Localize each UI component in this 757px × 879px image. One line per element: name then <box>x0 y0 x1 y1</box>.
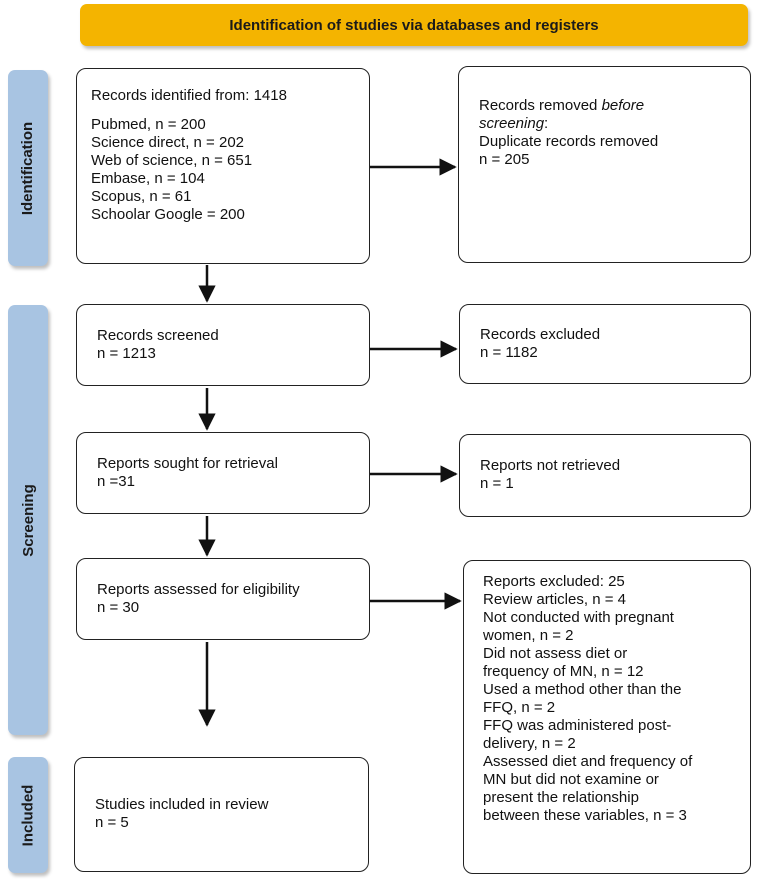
flow-banner: Identification of studies via databases … <box>80 4 748 46</box>
records-removed-line1: Records removed before <box>479 97 645 114</box>
source-embase: Embase, n = 104 <box>91 170 205 187</box>
source-scopus: Scopus, n = 61 <box>91 188 192 205</box>
records-removed-count: n = 205 <box>479 151 530 168</box>
banner-title: Identification of studies via databases … <box>229 16 599 34</box>
records-screened-label: Records screened <box>97 327 219 344</box>
records-excluded-count: n = 1182 <box>480 344 538 361</box>
reports-not-retrieved-label: Reports not retrieved <box>480 457 621 474</box>
reports-sought-box: Reports sought for retrieval n =31 <box>76 432 370 514</box>
reports-assessed-box: Reports assessed for eligibility n = 30 <box>76 558 370 640</box>
records-excluded-box: Records excluded n = 1182 <box>459 304 751 384</box>
records-identified-header: Records identified from: 1418 <box>91 87 287 104</box>
reports-assessed-count: n = 30 <box>97 599 140 616</box>
records-removed-line2: screening: <box>479 115 549 132</box>
records-identified-box: Records identified from: 1418 Pubmed, n … <box>76 68 370 264</box>
exclusion-reason-line: Not conducted with pregnant <box>483 609 674 626</box>
records-removed-box: Records removed before screening: Duplic… <box>458 66 751 263</box>
reports-not-retrieved-count: n = 1 <box>480 475 514 492</box>
exclusion-reason-line: Did not assess diet or <box>483 645 628 662</box>
studies-included-count: n = 5 <box>95 814 129 831</box>
records-screened-box: Records screened n = 1213 <box>76 304 370 386</box>
source-google-scholar: Schoolar Google = 200 <box>91 206 245 223</box>
exclusion-reason-line: Review articles, n = 4 <box>483 591 626 608</box>
reports-assessed-label: Reports assessed for eligibility <box>97 581 300 598</box>
reports-excluded-total: Reports excluded: 25 <box>483 573 625 590</box>
exclusion-reason-line: between these variables, n = 3 <box>483 807 687 824</box>
reports-sought-count: n =31 <box>97 473 135 490</box>
exclusion-reason-line: frequency of MN, n = 12 <box>483 663 644 680</box>
exclusion-reason-line: delivery, n = 2 <box>483 735 576 752</box>
reports-sought-label: Reports sought for retrieval <box>97 455 278 472</box>
exclusion-reason-line: FFQ, n = 2 <box>483 699 556 716</box>
records-excluded-label: Records excluded <box>480 326 601 343</box>
exclusion-reason-line: Assessed diet and frequency of <box>483 753 693 770</box>
reports-not-retrieved-box: Reports not retrieved n = 1 <box>459 434 751 517</box>
exclusion-reason-line: women, n = 2 <box>483 627 574 644</box>
exclusion-reason-line: FFQ was administered post- <box>483 717 672 734</box>
source-science-direct: Science direct, n = 202 <box>91 134 245 151</box>
records-screened-count: n = 1213 <box>97 345 156 362</box>
source-web-of-science: Web of science, n = 651 <box>91 152 253 169</box>
records-removed-line3: Duplicate records removed <box>479 133 659 150</box>
studies-included-label: Studies included in review <box>95 796 269 813</box>
phase-identification: Identification <box>8 70 48 266</box>
phase-screening: Screening <box>8 305 48 735</box>
studies-included-box: Studies included in review n = 5 <box>74 757 369 872</box>
source-pubmed: Pubmed, n = 200 <box>91 116 206 133</box>
exclusion-reason-line: present the relationship <box>483 789 639 806</box>
reports-excluded-box: Reports excluded: 25 Review articles, n … <box>463 560 751 874</box>
exclusion-reason-line: MN but did not examine or <box>483 771 659 788</box>
phase-included: Included <box>8 757 48 873</box>
exclusion-reason-line: Used a method other than the <box>483 681 682 698</box>
